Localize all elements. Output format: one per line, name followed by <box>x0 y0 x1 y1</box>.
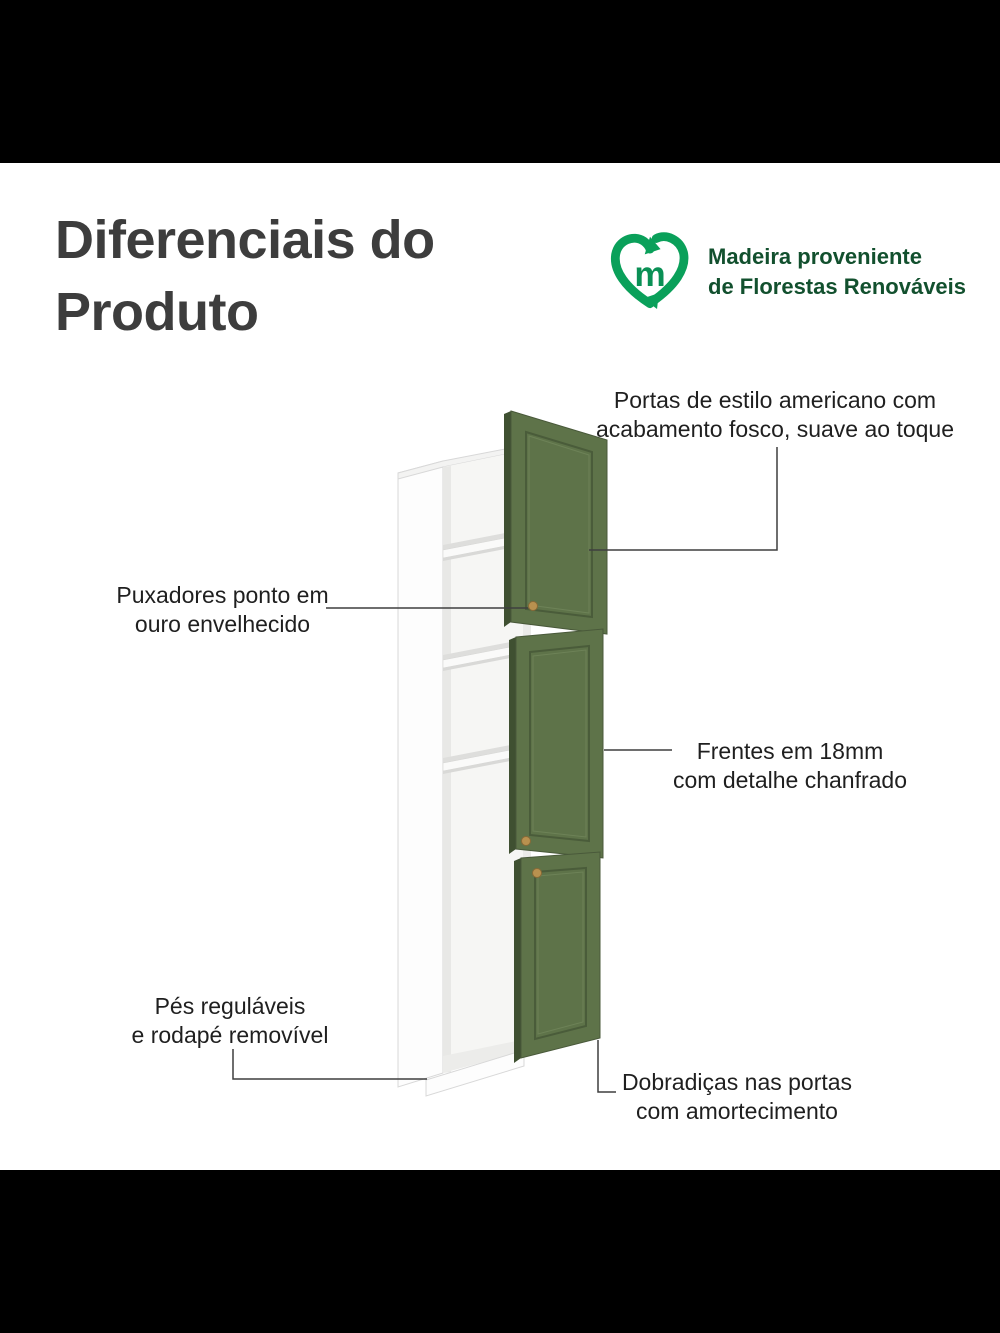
page-title: Diferenciais do Produto <box>55 205 615 349</box>
page-title-line2: Produto <box>55 281 259 342</box>
badge-text: Madeira proveniente de Florestas Renováv… <box>708 242 966 301</box>
callout-doors-line1: Portas de estilo americano com <box>613 387 937 413</box>
callout-feet-line1: Pés reguláveis <box>154 993 306 1019</box>
eco-badge: m Madeira proveniente de Florestas Renov… <box>606 226 986 318</box>
callout-doors: Portas de estilo americano com acabament… <box>570 386 980 444</box>
badge-text-line2: de Florestas Renováveis <box>708 274 967 299</box>
page-title-line1: Diferenciais do <box>55 210 435 270</box>
callout-fronts: Frentes em 18mm com detalhe chanfrado <box>645 737 935 795</box>
callout-hinges: Dobradiças nas portas com amortecimento <box>612 1068 862 1126</box>
callout-fronts-line2: com detalhe chanfrado <box>673 766 907 793</box>
callout-hinges-line2: com amortecimento <box>636 1097 838 1124</box>
badge-text-line1: Madeira proveniente <box>708 244 922 270</box>
badge-logo-letter: m <box>634 255 665 294</box>
callout-hinges-line1: Dobradiças nas portas <box>621 1069 853 1095</box>
callout-feet: Pés reguláveis e rodapé removível <box>100 992 360 1050</box>
callout-fronts-line1: Frentes em 18mm <box>696 738 884 764</box>
callout-handles-line1: Puxadores ponto em <box>116 582 329 608</box>
callout-handles: Puxadores ponto em ouro envelhecido <box>95 581 350 639</box>
callout-doors-line2: acabamento fosco, suave ao toque <box>595 415 955 442</box>
recycle-heart-icon: m <box>610 232 689 309</box>
callout-feet-line2: e rodapé removível <box>131 1021 329 1048</box>
callout-handles-line2: ouro envelhecido <box>134 610 311 637</box>
